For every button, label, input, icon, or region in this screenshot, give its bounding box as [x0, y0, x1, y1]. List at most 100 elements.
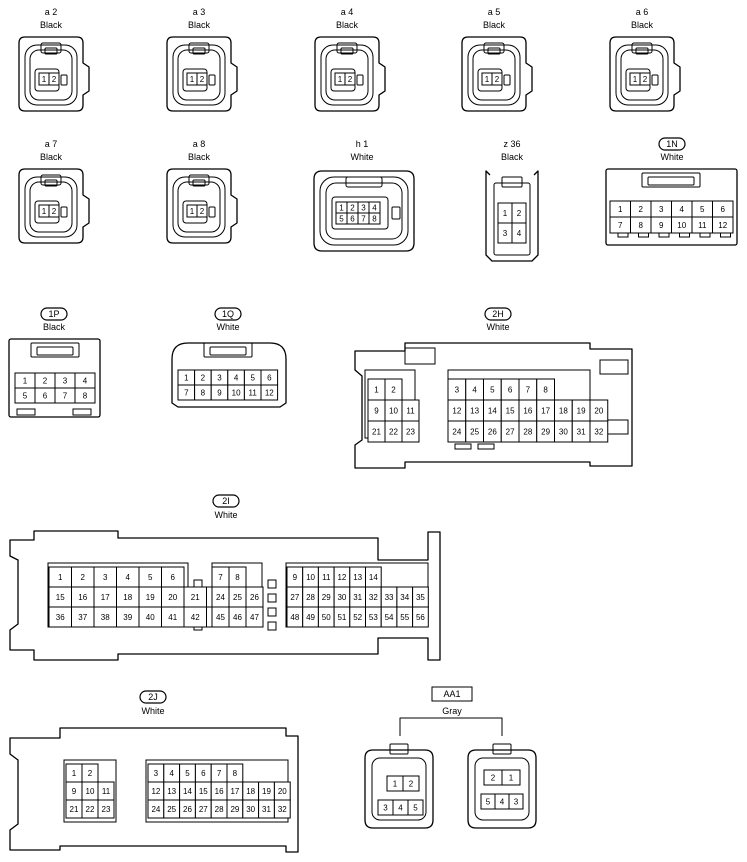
pin-number: 1 — [23, 377, 28, 386]
key — [651, 74, 659, 86]
pin-number: 15 — [56, 593, 65, 602]
pin-number: 11 — [322, 573, 331, 582]
pin-cell — [511, 222, 527, 244]
inner-seal — [371, 757, 427, 821]
pin-number: 2 — [81, 573, 86, 582]
housing — [354, 342, 633, 469]
pin-number: 1 — [58, 573, 63, 582]
pin-number: 54 — [385, 613, 394, 622]
pin-number: 9 — [659, 221, 664, 230]
pin-number: 15 — [199, 787, 208, 796]
pin-cell — [196, 204, 208, 218]
housing — [314, 36, 386, 112]
pin-number: 3 — [383, 804, 388, 813]
pin-cell — [589, 420, 609, 443]
pin-cell — [407, 799, 424, 816]
connector-color: Black — [40, 20, 63, 30]
pin-number: 3 — [63, 377, 68, 386]
pin-number: 2 — [52, 207, 57, 216]
pin-number: 6 — [267, 374, 272, 383]
pin-number: 20 — [594, 407, 603, 416]
connector-code: a 6 — [636, 7, 649, 17]
pin-cell — [344, 72, 356, 86]
latch — [345, 176, 383, 188]
pin-number: 16 — [523, 407, 532, 416]
pin-number: 17 — [230, 787, 239, 796]
pin-number: 12 — [337, 573, 346, 582]
pin-number: 4 — [234, 374, 239, 383]
pin-number: 15 — [506, 407, 515, 416]
pin-number: 1 — [338, 75, 343, 84]
rib — [599, 359, 629, 375]
housing — [166, 168, 238, 244]
pin-cell — [491, 72, 503, 86]
pin-number: 11 — [406, 407, 415, 416]
pin-number: 2 — [348, 75, 353, 84]
pin-number: 4 — [126, 573, 131, 582]
pin-number: 26 — [250, 593, 259, 602]
lock-square — [267, 579, 277, 589]
pin-number: 4 — [500, 798, 505, 807]
pin-number: 4 — [372, 204, 377, 213]
lock-square — [267, 607, 277, 617]
inner-seal — [24, 176, 78, 238]
inner-seal — [620, 49, 664, 101]
pin-cell — [48, 72, 60, 86]
pin-number: 26 — [488, 428, 497, 437]
pin-number: 27 — [290, 593, 299, 602]
connector-color: Black — [483, 20, 506, 30]
pin-number: 2 — [391, 386, 396, 395]
pin-number: 10 — [306, 573, 315, 582]
pin-number: 8 — [83, 392, 88, 401]
pin-number: 6 — [171, 573, 176, 582]
lock-square — [267, 621, 277, 631]
pin-number: 34 — [400, 593, 409, 602]
inner-seal — [172, 44, 226, 106]
pin-number: 4 — [680, 205, 685, 214]
inner-seal — [325, 182, 403, 240]
pin-number: 42 — [191, 613, 200, 622]
pin-number: 8 — [639, 221, 644, 230]
pin-number: 3 — [659, 205, 664, 214]
inner-seal — [177, 49, 221, 101]
code-badge — [212, 494, 240, 508]
pin-number: 29 — [230, 805, 239, 814]
key — [208, 74, 216, 86]
connector-code: h 1 — [356, 139, 369, 149]
pin-number: 7 — [218, 573, 223, 582]
pin-number: 22 — [389, 428, 398, 437]
connector-color: Black — [501, 152, 524, 162]
pin-number: 7 — [361, 215, 366, 224]
pin-number: 4 — [472, 386, 477, 395]
pin-number: 40 — [146, 613, 155, 622]
latch — [336, 42, 358, 54]
pin-cell — [501, 769, 521, 786]
pin-number: 36 — [56, 613, 65, 622]
pin-number: 3 — [361, 204, 366, 213]
pin-number: 22 — [86, 805, 95, 814]
code-badge — [139, 690, 167, 704]
inner-seal — [172, 176, 226, 238]
pin-number: 8 — [372, 215, 377, 224]
pin-number: 18 — [559, 407, 568, 416]
latch — [487, 47, 501, 55]
rib — [454, 443, 472, 450]
pin-number: 19 — [146, 593, 155, 602]
pin-cell — [412, 606, 429, 628]
housing — [8, 338, 101, 418]
pin-number: 7 — [618, 221, 623, 230]
pin-number: 3 — [154, 769, 159, 778]
inner-seal — [474, 757, 530, 821]
pin-number: 30 — [337, 593, 346, 602]
connector-color: White — [214, 510, 237, 520]
pin-number: 9 — [217, 389, 222, 398]
latch — [492, 743, 512, 755]
pin-cell — [196, 72, 208, 86]
pin-number: 1 — [184, 374, 189, 383]
connector-2I: 2IWhite123456151617181920212223363738394… — [9, 494, 441, 661]
rib — [617, 232, 629, 238]
